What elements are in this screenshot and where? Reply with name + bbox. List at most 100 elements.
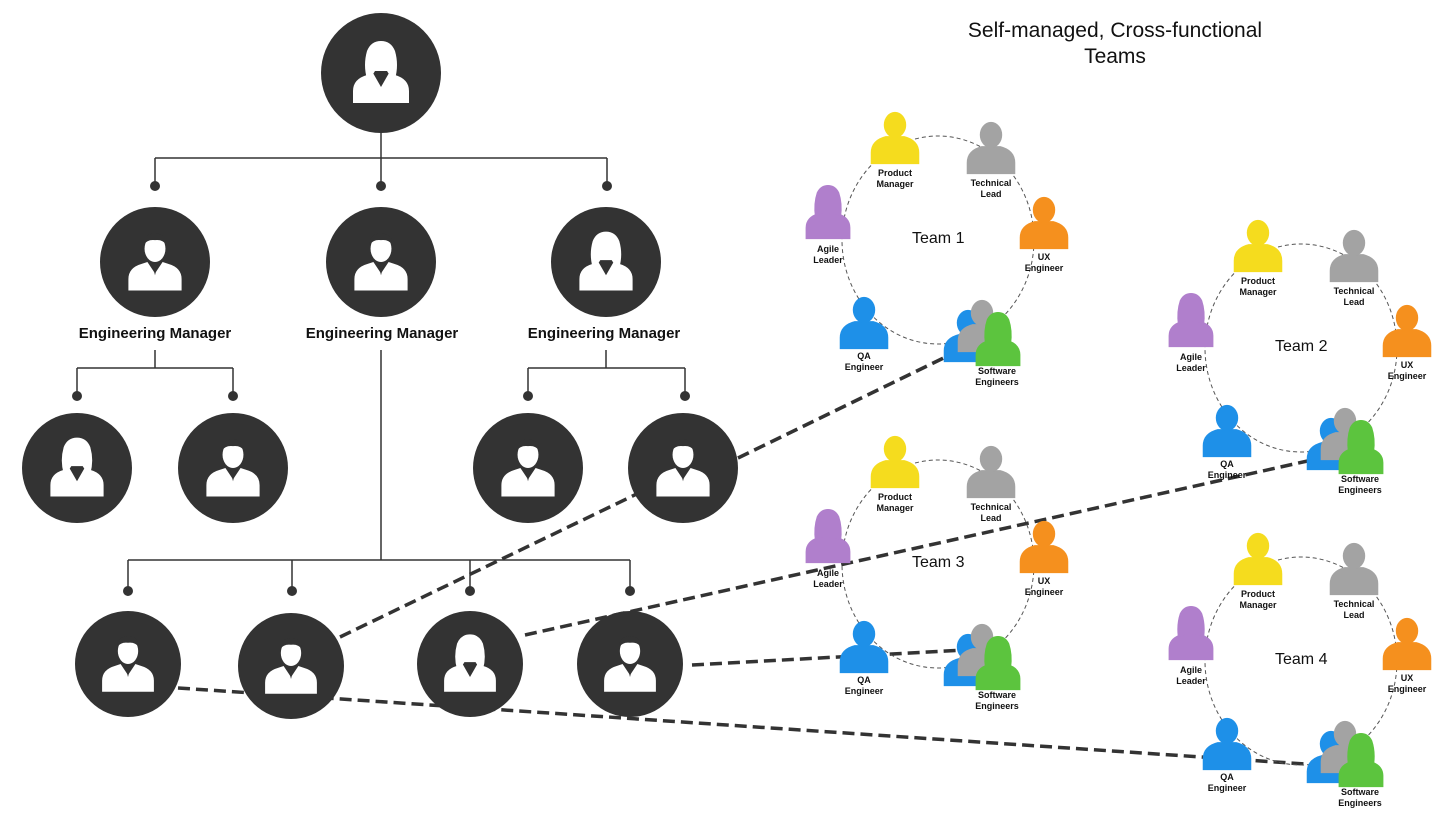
role-label-line: Lead <box>980 189 1002 199</box>
ux-role-icon <box>1019 520 1069 574</box>
technical-role-icon <box>1329 542 1379 596</box>
engineering-manager-node-2 <box>326 207 436 317</box>
role-label-line: Engineer <box>1387 684 1427 694</box>
role-label-line: Engineer <box>1207 470 1247 480</box>
role-label-line: QA <box>857 675 871 685</box>
role-label-line: Engineers <box>975 701 1019 711</box>
qa-role-icon <box>839 620 889 674</box>
role-label-line: Leader <box>1176 363 1206 373</box>
role-label-line: QA <box>1220 459 1234 469</box>
ux-role-icon <box>1382 617 1432 671</box>
role-label-line: QA <box>857 351 871 361</box>
role-label-line: Product <box>877 168 912 178</box>
team-name: Team 2 <box>1275 338 1328 355</box>
role-label-line: Technical <box>970 178 1012 188</box>
team-4 <box>1168 532 1432 788</box>
role-label-line: Agile <box>816 568 839 578</box>
technical-role-icon <box>966 121 1016 175</box>
agile-role-icon <box>1168 293 1214 348</box>
role-label-line: Technical <box>1333 286 1375 296</box>
technical-role-icon <box>1329 229 1379 283</box>
role-label-line: UX <box>1400 673 1414 683</box>
role-label-line: Engineer <box>1024 263 1064 273</box>
manager-label: Engineering Manager <box>78 325 232 342</box>
agile-role-icon <box>805 509 851 564</box>
role-label-line: Manager <box>1239 287 1277 297</box>
role-label-line: Product <box>1240 589 1275 599</box>
role-label-line: Software <box>977 690 1016 700</box>
role-label-line: Engineers <box>1338 485 1382 495</box>
engineer-node <box>628 413 738 523</box>
engineer-node <box>473 413 583 523</box>
agile-role-icon <box>1168 606 1214 661</box>
role-label-line: Technical <box>1333 599 1375 609</box>
teams-layer <box>805 111 1432 788</box>
assignment-lines <box>177 348 1321 767</box>
role-label-line: Engineers <box>975 377 1019 387</box>
team-1 <box>805 111 1069 367</box>
role-label-line: Lead <box>1343 610 1365 620</box>
role-label-line: Lead <box>1343 297 1365 307</box>
role-label-line: Technical <box>970 502 1012 512</box>
role-label-line: UX <box>1400 360 1414 370</box>
role-label-line: Engineers <box>1338 798 1382 808</box>
role-label-line: Software <box>977 366 1016 376</box>
role-label-line: Manager <box>876 503 914 513</box>
ceo-node <box>321 13 441 133</box>
team-3 <box>805 435 1069 691</box>
role-label-line: Software <box>1340 474 1379 484</box>
role-label-line: Engineer <box>1387 371 1427 381</box>
product-role-icon <box>1233 219 1283 273</box>
diagram-title: Self-managed, Cross-functional Teams <box>930 18 1300 70</box>
role-label-line: Product <box>877 492 912 502</box>
ux-role-icon <box>1382 304 1432 358</box>
role-label-line: Engineer <box>844 362 884 372</box>
team-2 <box>1168 219 1432 475</box>
engineer-node <box>22 413 132 523</box>
title-line-1: Self-managed, Cross-functional <box>967 19 1263 42</box>
qa-role-icon <box>839 296 889 350</box>
product-role-icon <box>870 435 920 489</box>
role-label-line: Software <box>1340 787 1379 797</box>
role-label-line: Manager <box>1239 600 1277 610</box>
role-label-line: UX <box>1037 576 1051 586</box>
role-label-line: Agile <box>1179 352 1202 362</box>
team-name: Team 1 <box>912 230 965 247</box>
role-label-line: Leader <box>1176 676 1206 686</box>
role-label-line: Product <box>1240 276 1275 286</box>
engineer-node <box>238 613 344 719</box>
engineer-node <box>75 611 181 717</box>
manager-label: Engineering Manager <box>305 325 459 342</box>
team-name: Team 4 <box>1275 651 1328 668</box>
title-line-2: Teams <box>1084 45 1146 68</box>
role-label-line: QA <box>1220 772 1234 782</box>
role-label-line: UX <box>1037 252 1051 262</box>
hierarchy-lines <box>76 125 686 591</box>
engineering-manager-node-3 <box>551 207 661 317</box>
role-label-line: Agile <box>1179 665 1202 675</box>
qa-role-icon <box>1202 404 1252 458</box>
